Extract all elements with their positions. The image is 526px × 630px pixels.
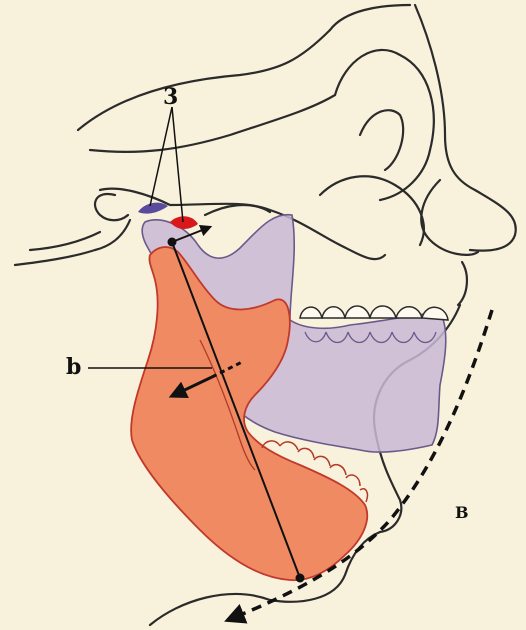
label-B: B — [455, 503, 469, 522]
label-3: 3 — [163, 84, 178, 110]
chin-point — [296, 574, 305, 583]
upper-teeth — [300, 306, 448, 320]
label-b: b — [66, 354, 81, 380]
